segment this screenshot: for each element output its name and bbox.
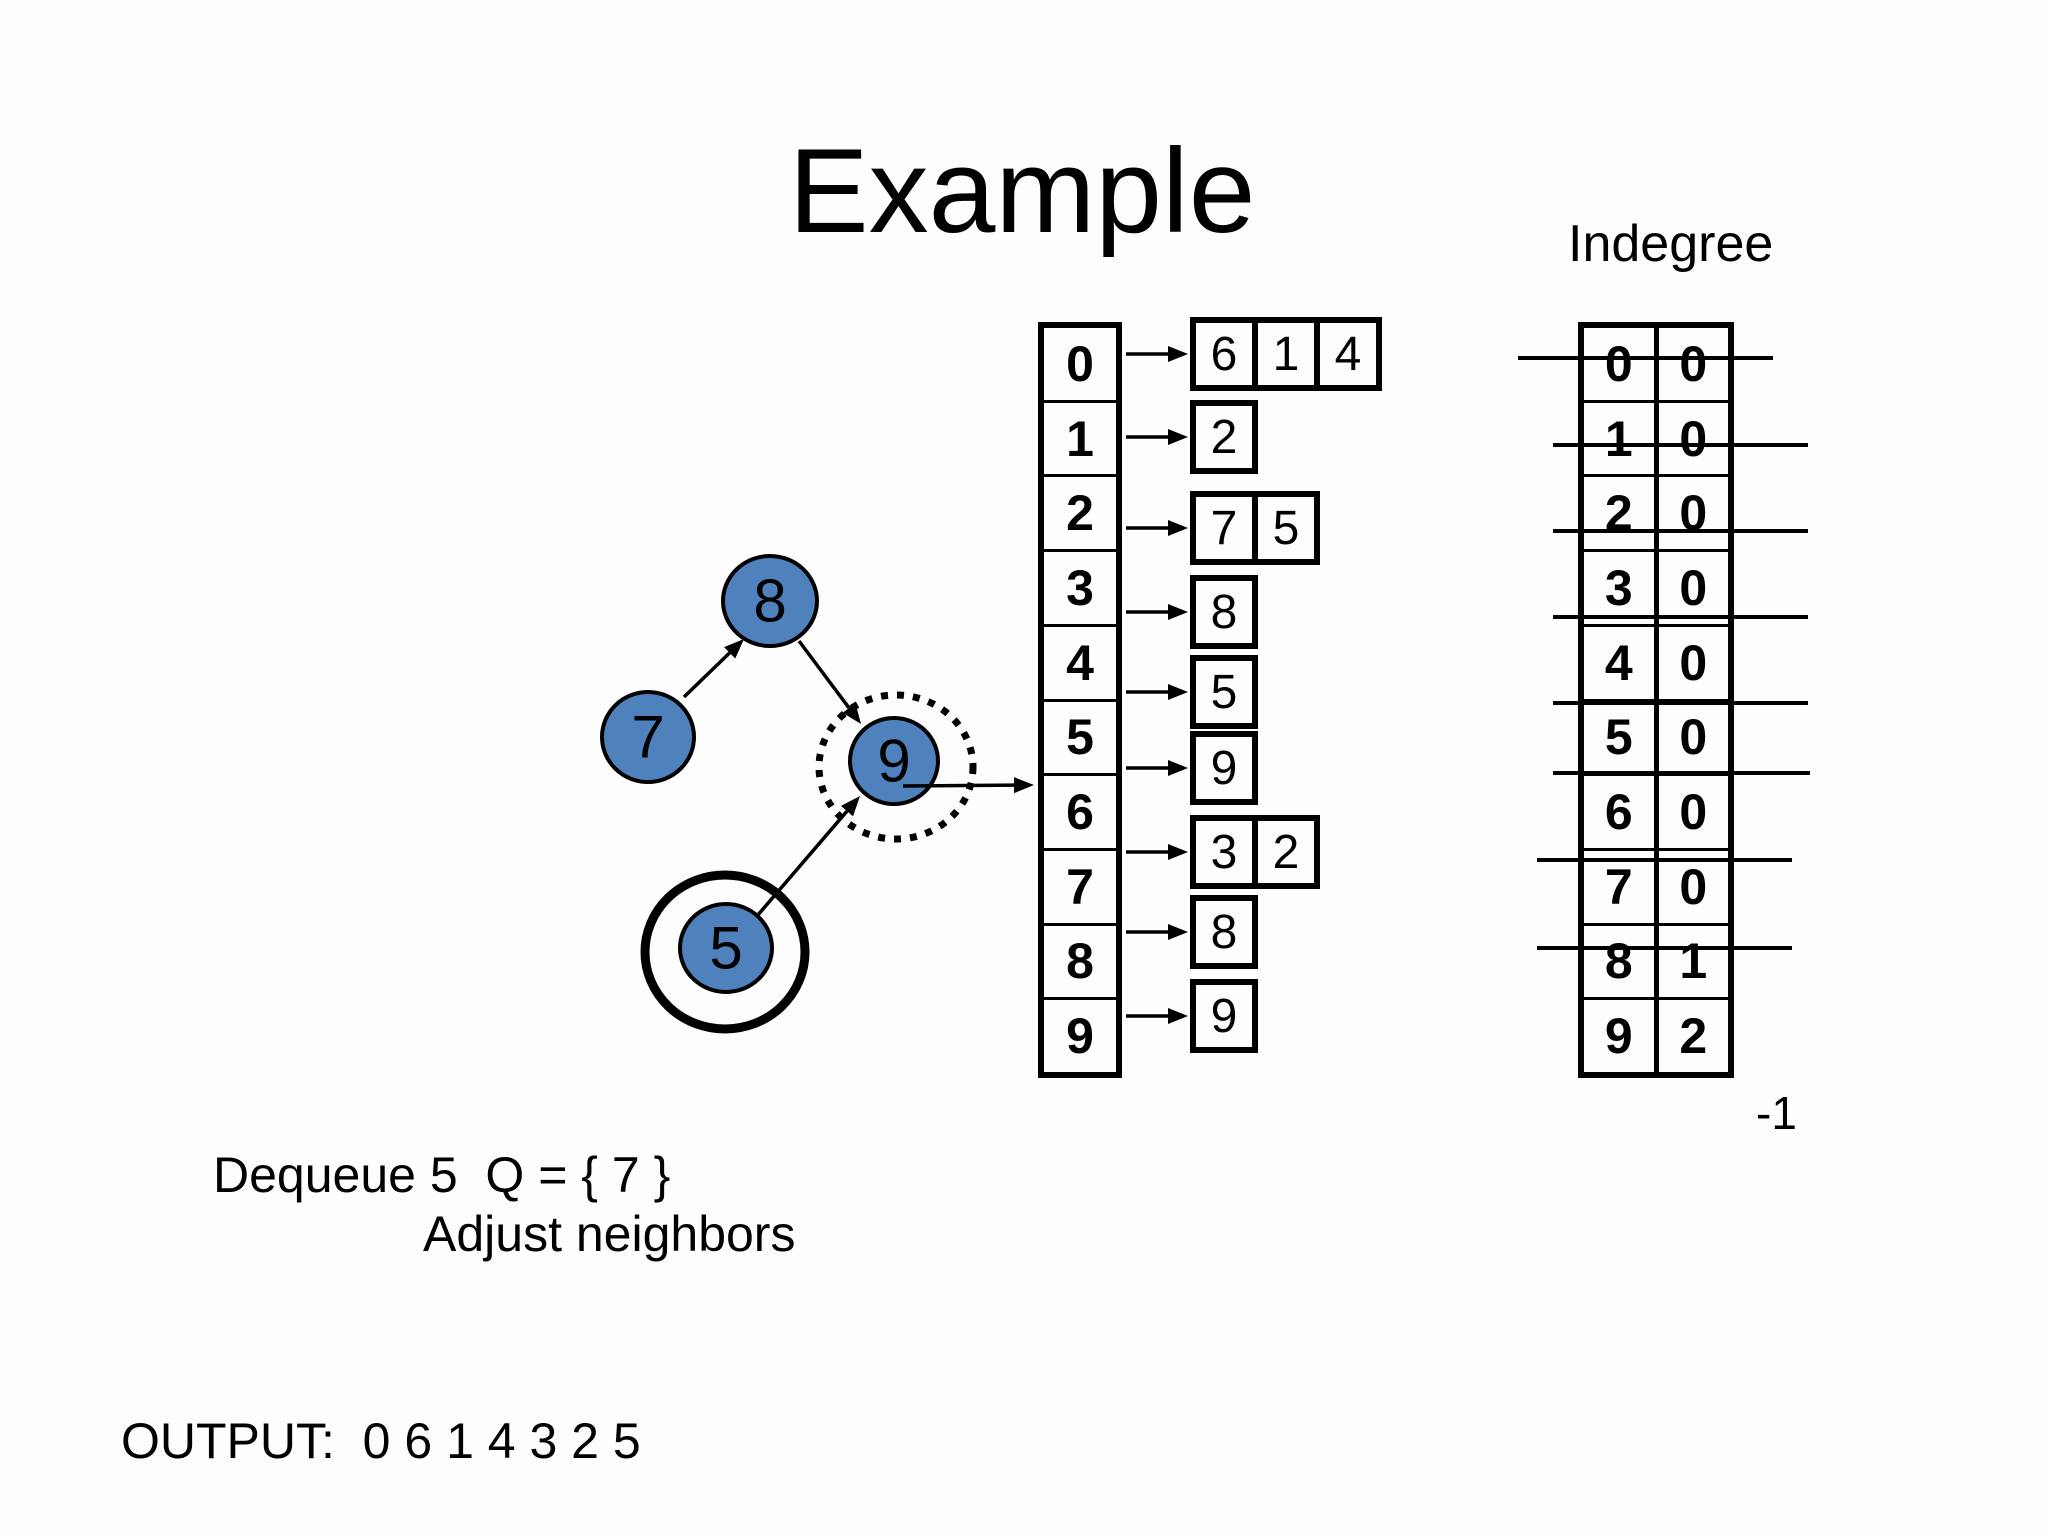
strikethrough-line [1537,858,1792,862]
adjacency-list-7: 8 [1190,895,1258,969]
adjacency-list-8: 9 [1190,979,1258,1053]
strikethrough-line [1553,701,1808,705]
indegree-index-cell: 3 [1584,552,1659,624]
graph-node-7 [600,690,696,784]
adjacency-list-cell: 5 [1252,491,1320,565]
graph-node-label-9: 9 [877,728,910,795]
adjacency-list-cell: 7 [1190,491,1258,565]
graph-node-9 [848,716,940,806]
adjacency-list-cell: 4 [1314,317,1382,391]
adjacency-index-cell: 1 [1044,399,1116,475]
indegree-index-cell: 7 [1584,850,1659,923]
graph-node-label-8: 8 [753,568,786,635]
adjacency-list-4: 5 [1190,655,1258,729]
indegree-value-cell: 2 [1679,1008,1708,1065]
adjacency-list-cell: 6 [1190,317,1258,391]
indegree-index-cell: 9 [1584,1000,1659,1073]
indegree-value-cell: 1 [1679,933,1708,990]
indegree-value-cell: 0 [1679,335,1708,392]
adjacency-list-1: 2 [1190,400,1258,474]
indegree-label: Indegree [1568,215,1774,273]
adjacency-index-cell: 3 [1044,549,1116,624]
indegree-value-cell: 0 [1679,709,1708,766]
indegree-value-cell: 0 [1679,410,1708,467]
indegree-value-cell: 0 [1679,858,1708,915]
edge-arrow-8-9 [797,639,861,725]
indegree-value-cell: 0 [1679,784,1708,841]
adjacency-index-cell: 4 [1044,623,1116,699]
adjacency-index-cell: 7 [1044,847,1116,923]
graph-node-label-5: 5 [709,915,742,982]
adjacency-list-cell: 3 [1190,815,1258,889]
indegree-index-cell: 0 [1584,328,1659,400]
strikethrough-line [1553,771,1810,775]
adjust-text: Adjust neighbors [423,1206,796,1262]
indegree-index-cell: 1 [1584,402,1659,475]
edge-arrow-9-out [902,777,1035,794]
graph-node-5 [678,902,774,994]
adjacency-list-cell: 8 [1190,575,1258,649]
graph-node-label-7: 7 [631,704,664,771]
adjacency-index-cell: 5 [1044,698,1116,774]
strikethrough-line [1553,443,1808,447]
adjacency-list-cell: 9 [1190,979,1258,1053]
indegree-index-cell: 4 [1584,626,1659,699]
adjacency-index-cell: 9 [1044,997,1116,1072]
indegree-index-cell: 6 [1584,776,1659,848]
output-text: OUTPUT: 0 6 1 4 3 2 5 [121,1413,641,1469]
adjacency-list-cell: 2 [1252,815,1320,889]
strikethrough-line [1518,356,1773,360]
indegree-value-cell: 0 [1679,559,1708,616]
indegree-index-cell: 2 [1584,477,1659,550]
strikethrough-line [1553,529,1808,533]
edge-arrow-7-8 [682,639,745,699]
indegree-value-cell: 0 [1679,485,1708,542]
adjacency-index-cell: 0 [1066,335,1094,392]
adjacency-list-cell: 5 [1190,655,1258,729]
adjacency-index-cell: 8 [1044,922,1116,998]
adjacency-index-cell: 2 [1044,474,1116,549]
adjacency-list-cell: 1 [1252,317,1320,391]
adjacency-list-cell: 8 [1190,895,1258,969]
indegree-value-cell: 0 [1679,634,1708,691]
adjacency-list-cell: 9 [1190,731,1258,805]
adjacency-index-cell: 6 [1044,773,1116,848]
adjacency-list-3: 8 [1190,575,1258,649]
page-title: Example [788,124,1256,258]
dequeued-ring [640,870,810,1034]
adjusting-dotted-ring [815,691,977,843]
graph-node-8 [721,554,819,648]
indegree-index-cell: 5 [1584,701,1659,774]
strikethrough-line [1553,615,1808,619]
adjacency-list-5: 9 [1190,731,1258,805]
indegree-index-cell: 8 [1584,925,1659,998]
edge-arrow-5-9 [755,796,860,918]
decrement-note: -1 [1756,1087,1797,1139]
adjacency-list-cell: 2 [1190,400,1258,474]
strikethrough-line [1537,946,1792,950]
dequeue-text: Dequeue 5 Q = { 7 } [213,1147,671,1203]
